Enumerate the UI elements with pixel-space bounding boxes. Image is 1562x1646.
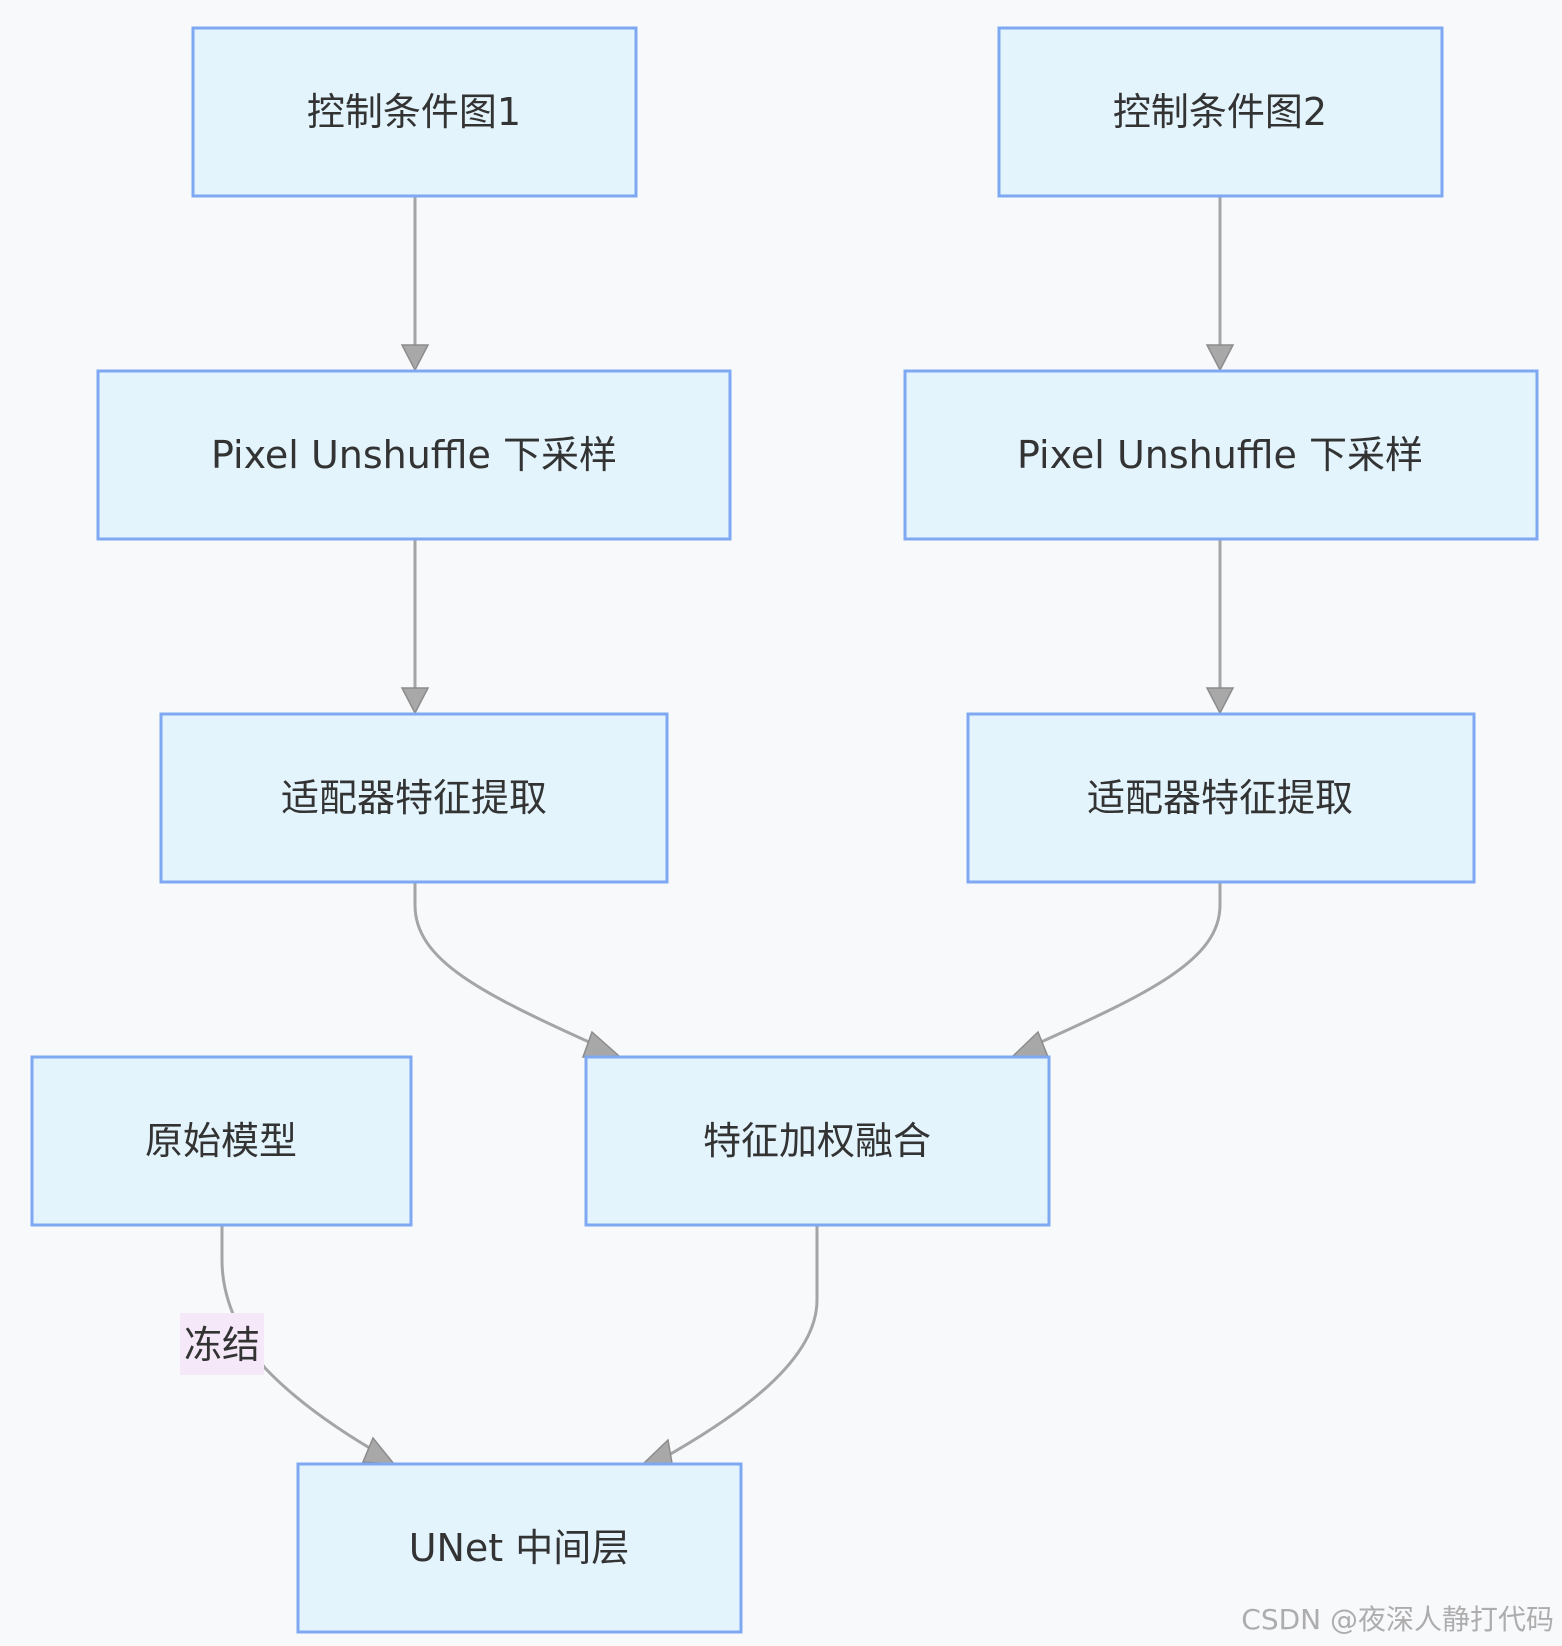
node-adapter1[interactable]: 适配器特征提取 [159,712,669,884]
edge-adapter1-to-fusion [413,882,601,1049]
node-unet-label: UNet 中间层 [409,1526,630,1570]
node-original[interactable]: 原始模型 [30,1055,413,1227]
node-control2-label: 控制条件图2 [1113,90,1327,134]
edge-label-bg [180,1313,264,1375]
edge-adapter2-to-fusion [1029,882,1222,1049]
node-control1[interactable]: 控制条件图1 [191,26,638,198]
node-adapter1-label: 适配器特征提取 [281,776,547,820]
arrowhead-fusion-left [581,1030,621,1058]
edge-original-to-unet [220,1225,386,1459]
node-unshuffle1[interactable]: Pixel Unshuffle 下采样 [96,369,732,541]
arrowhead-adapter2 [1205,687,1235,715]
node-fusion-label: 特征加权融合 [703,1119,931,1163]
node-fusion[interactable]: 特征加权融合 [584,1055,1051,1227]
node-control2[interactable]: 控制条件图2 [997,26,1444,198]
node-unshuffle1-label: Pixel Unshuffle 下采样 [211,433,617,477]
node-adapter2-label: 适配器特征提取 [1087,776,1353,820]
arrowhead-fusion-right [1011,1030,1050,1058]
node-unshuffle2-label: Pixel Unshuffle 下采样 [1017,433,1423,477]
edges [220,197,1235,1466]
node-control1-label: 控制条件图1 [307,90,521,134]
node-original-label: 原始模型 [145,1119,297,1163]
watermark: CSDN @夜深人静打代码 [1241,1603,1554,1636]
arrowhead-unshuffle2 [1205,344,1235,372]
node-unshuffle2[interactable]: Pixel Unshuffle 下采样 [903,369,1539,541]
edge-label-freeze-text: 冻结 [184,1323,260,1367]
edge-fusion-to-unet [659,1225,819,1462]
arrowhead-unet-right [639,1438,673,1466]
arrowhead-unshuffle1 [400,344,430,372]
node-unet[interactable]: UNet 中间层 [296,1462,743,1634]
node-adapter2[interactable]: 适配器特征提取 [966,712,1476,884]
arrowhead-adapter1 [400,687,430,715]
arrowhead-unet-left [361,1436,396,1465]
edge-label-freeze: 冻结 [180,1313,264,1375]
